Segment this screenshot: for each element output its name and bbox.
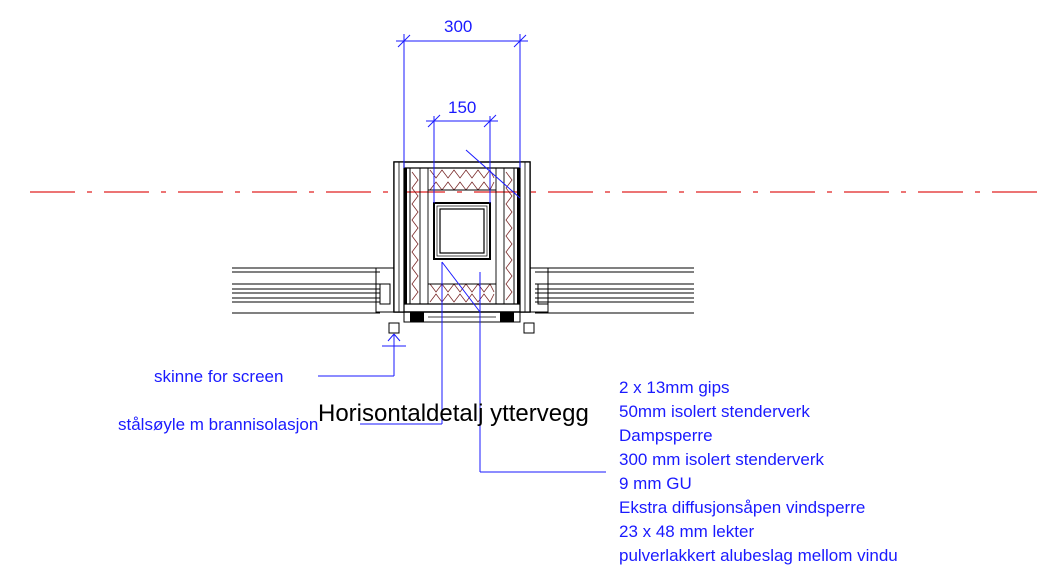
layer-item: Dampsperre [619, 426, 713, 445]
screen-rail-right [523, 322, 535, 334]
drawing-title: Horisontaldetalj yttervegg [318, 400, 589, 427]
leader-lines [318, 149, 606, 473]
window-frame-left [232, 267, 395, 314]
window-frame-right [529, 267, 694, 314]
layer-item: 9 mm GU [619, 474, 692, 493]
label-steel-column: stålsøyle m brannisolasjon [118, 415, 318, 434]
layer-list: 2 x 13mm gips 50mm isolert stenderverk D… [619, 378, 898, 565]
layer-item: 2 x 13mm gips [619, 378, 730, 397]
wall-section [393, 161, 531, 323]
layer-item: Ekstra diffusjonsåpen vindsperre [619, 498, 865, 517]
layer-item: pulverlakkert alubeslag mellom vindu [619, 546, 898, 565]
label-screen-rail: skinne for screen [154, 367, 283, 386]
layer-item: 50mm isolert stenderverk [619, 402, 810, 421]
dimension-outer-label: 300 [444, 17, 472, 36]
layer-item: 23 x 48 mm lekter [619, 522, 754, 541]
dimension-inner [426, 114, 498, 203]
layer-item: 300 mm isolert stenderverk [619, 450, 825, 469]
screen-rail-left [388, 322, 400, 334]
dimension-outer [396, 34, 528, 168]
dimension-inner-label: 150 [448, 98, 476, 117]
